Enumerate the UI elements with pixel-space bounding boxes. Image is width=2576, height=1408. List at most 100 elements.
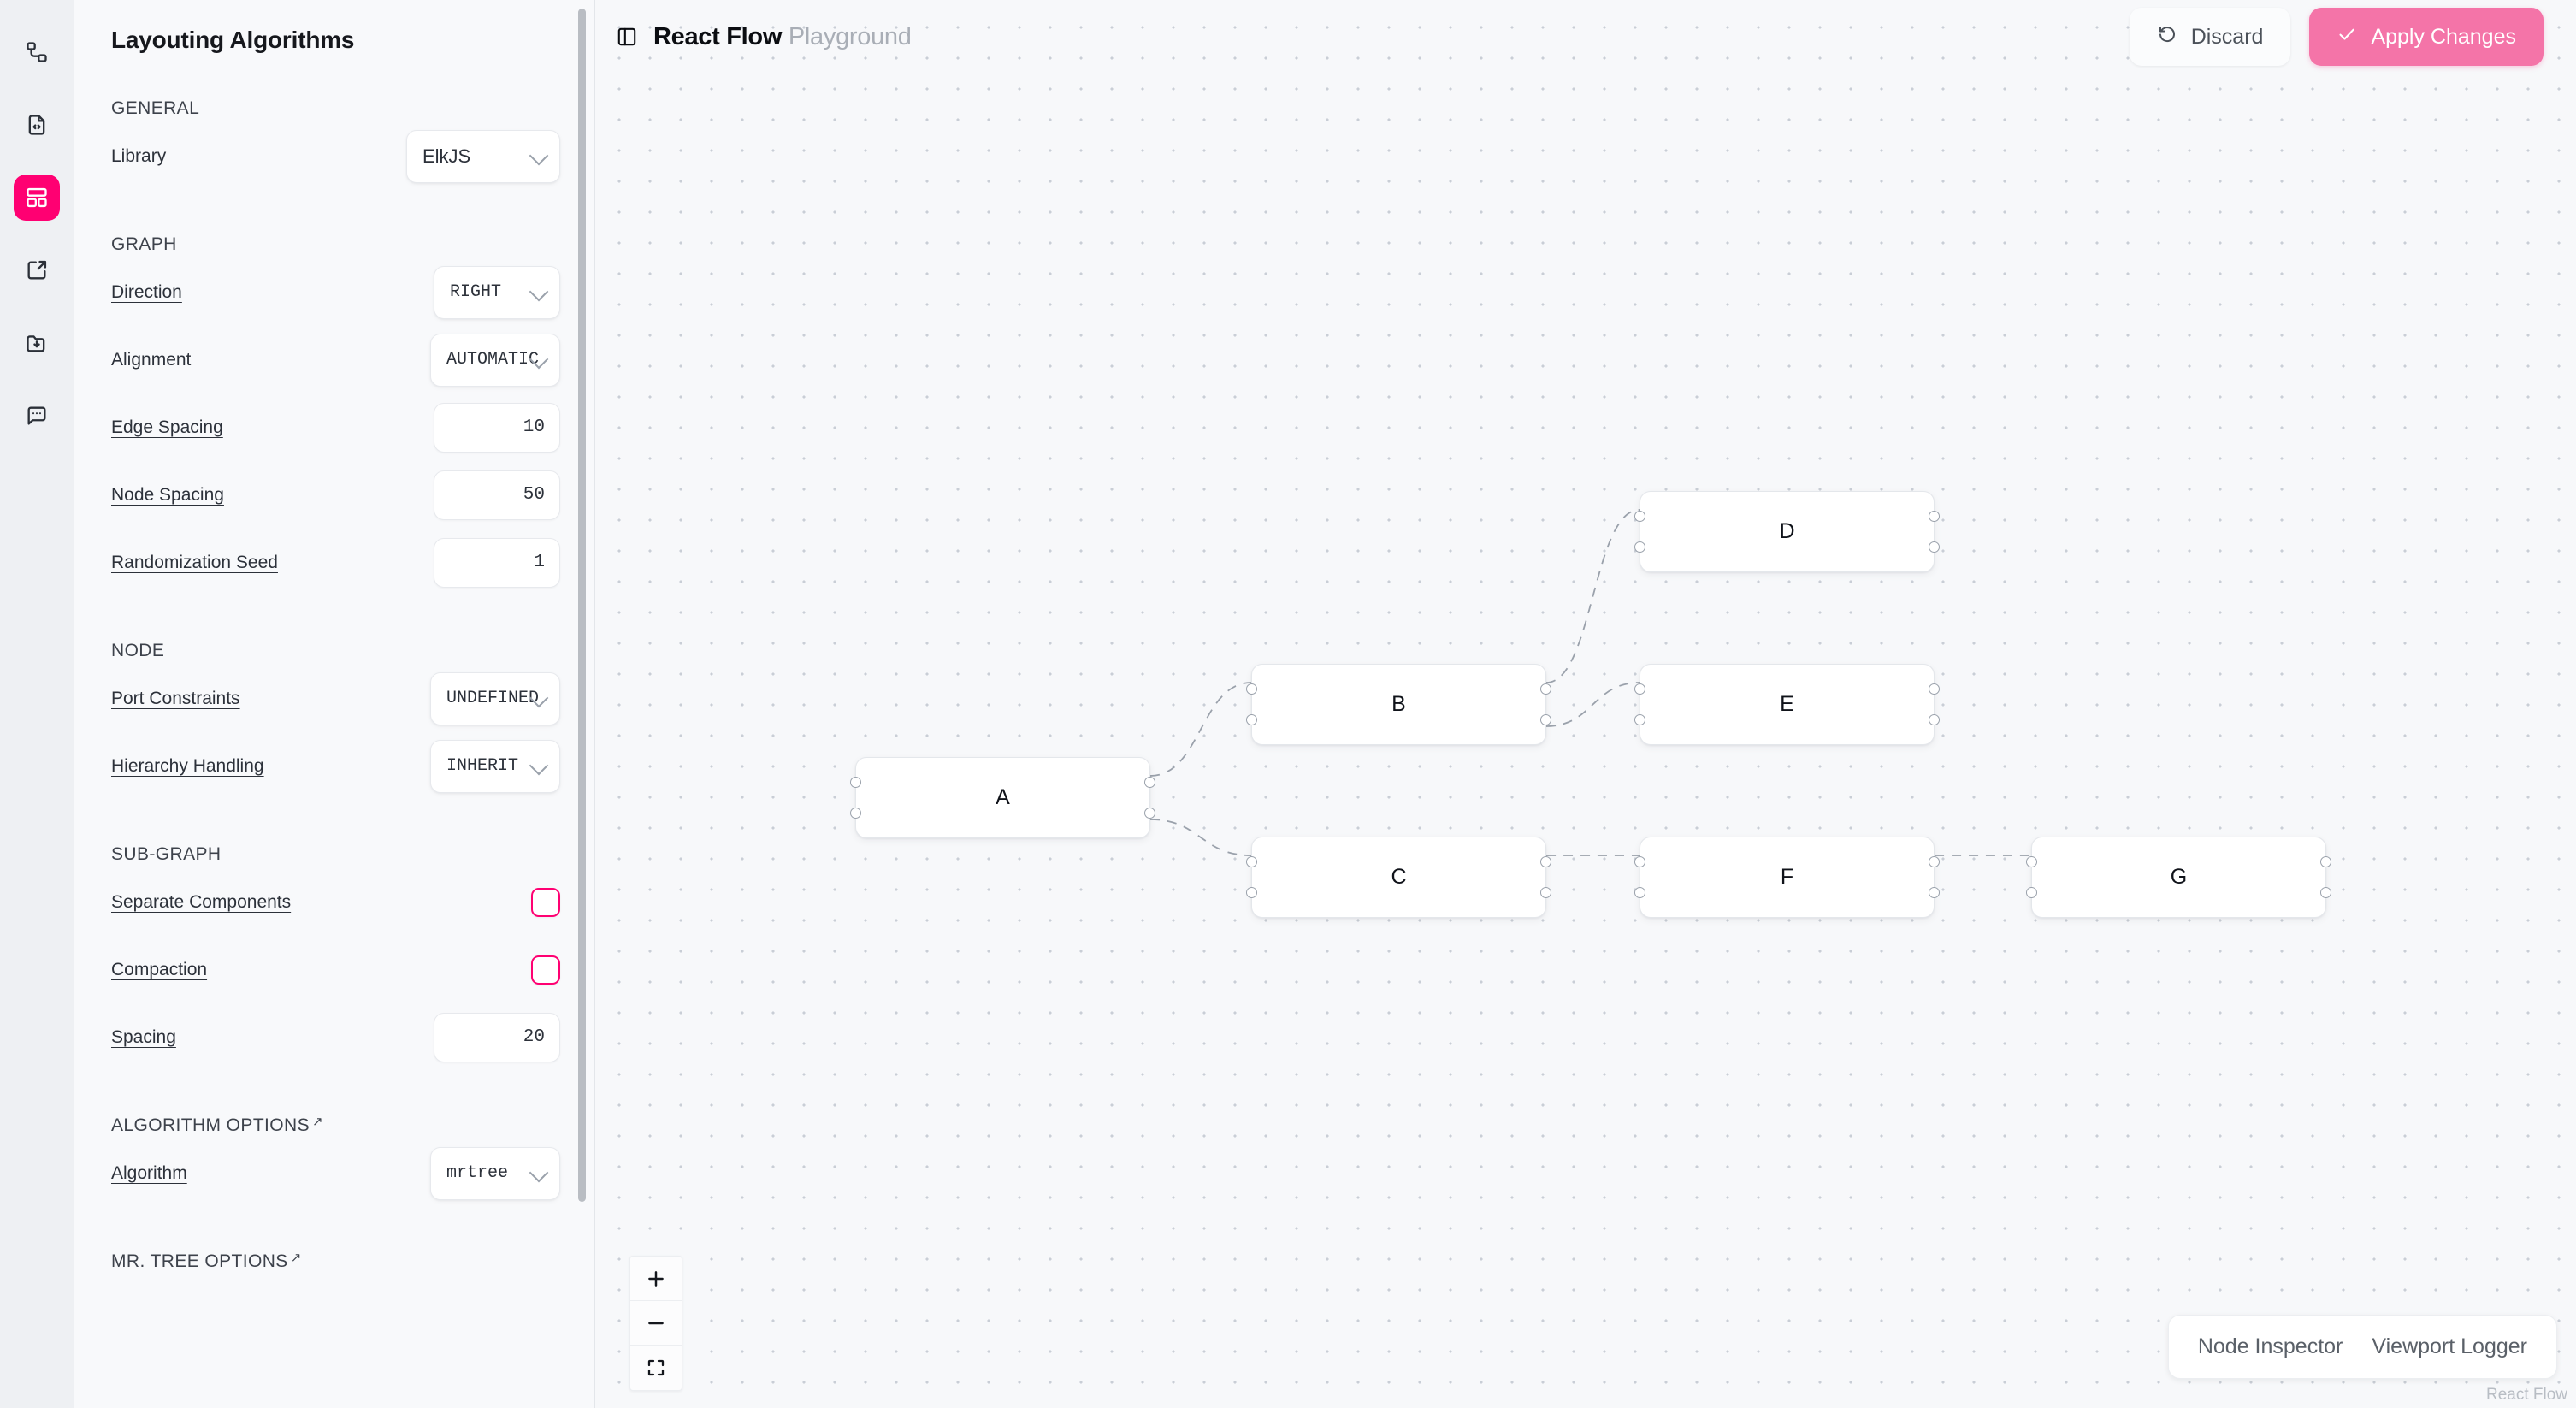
sidebar-item-open[interactable] — [14, 247, 60, 293]
handle-right-top[interactable] — [2320, 856, 2331, 867]
handle-left-top[interactable] — [2026, 856, 2037, 867]
zoom-out-button[interactable] — [630, 1301, 682, 1346]
select-port-constraints[interactable]: UNDEFINED — [430, 671, 560, 725]
graph-edge[interactable] — [1149, 682, 1252, 777]
handle-right-top[interactable] — [1929, 511, 1940, 522]
handle-left-bottom[interactable] — [1634, 714, 1645, 725]
brand: React Flow Playground — [616, 23, 912, 51]
sidebar-item-layout[interactable] — [14, 175, 60, 221]
layout-icon — [25, 186, 49, 210]
handle-right-top[interactable] — [1144, 777, 1155, 788]
chevron-down-icon — [529, 145, 549, 165]
option-label: Library — [111, 145, 167, 166]
select-direction[interactable]: RIGHT — [434, 265, 560, 319]
option-control — [531, 887, 560, 917]
handle-left-top[interactable] — [1634, 511, 1645, 522]
checkbox-separate-components[interactable] — [531, 887, 560, 917]
option-label: Port Constraints — [111, 688, 240, 708]
handle-right-bottom[interactable] — [1144, 808, 1155, 819]
graph-node[interactable]: G — [2026, 837, 2331, 918]
node-graph-icon — [25, 40, 49, 64]
handle-right-bottom[interactable] — [1929, 887, 1940, 898]
zoom-in-button[interactable] — [630, 1257, 682, 1301]
fit-view-button[interactable] — [630, 1346, 682, 1390]
option-row: Node Spacing 50 — [111, 461, 560, 529]
handle-right-bottom[interactable] — [1929, 714, 1940, 725]
brand-text: React Flow Playground — [653, 23, 912, 51]
handle-right-top[interactable] — [1929, 856, 1940, 867]
chevron-down-icon — [529, 755, 549, 775]
section-heading-node: NODE — [111, 641, 560, 661]
graph-node[interactable]: C — [1246, 837, 1551, 918]
graph-edge[interactable] — [1545, 509, 1640, 683]
handle-left-top[interactable] — [1246, 856, 1257, 867]
select-value: mrtree — [446, 1163, 509, 1183]
graph-node[interactable]: F — [1634, 837, 1940, 918]
handle-right-top[interactable] — [1929, 683, 1940, 695]
handle-left-bottom[interactable] — [2026, 887, 2037, 898]
select-library[interactable]: ElkJS — [406, 129, 560, 183]
select-hierarchy-handling[interactable]: INHERIT — [430, 739, 560, 793]
option-control — [531, 955, 560, 985]
canvas-topbar: React Flow Playground Discard — [595, 0, 2576, 74]
section-heading-label: MR. TREE OPTIONS — [111, 1251, 288, 1271]
handle-right-bottom[interactable] — [1929, 541, 1940, 553]
graph-node[interactable]: D — [1634, 491, 1940, 572]
select-alignment[interactable]: AUTOMATIC — [430, 333, 560, 387]
handle-left-top[interactable] — [850, 777, 861, 788]
chevron-down-icon — [529, 1162, 549, 1182]
section-heading-subgraph: SUB-GRAPH — [111, 844, 560, 865]
option-label: Spacing — [111, 1026, 176, 1047]
graph-edge[interactable] — [1545, 682, 1640, 727]
handle-right-top[interactable] — [1540, 856, 1551, 867]
graph-edge[interactable] — [1149, 819, 1252, 856]
select-algorithm[interactable]: mrtree — [430, 1146, 560, 1200]
graph-node[interactable]: B — [1246, 664, 1551, 745]
handle-left-top[interactable] — [1246, 683, 1257, 695]
section-heading-label: GENERAL — [111, 98, 200, 118]
sidebar-item-download[interactable] — [14, 320, 60, 366]
option-label: Separate Components — [111, 891, 292, 912]
handle-left-bottom[interactable] — [1246, 887, 1257, 898]
select-value: RIGHT — [450, 282, 502, 302]
option-label: Node Spacing — [111, 484, 224, 505]
folder-download-icon — [25, 331, 49, 355]
graph-node[interactable]: A — [850, 757, 1155, 838]
input-node-spacing[interactable]: 50 — [434, 470, 560, 520]
graph-node[interactable]: E — [1634, 664, 1940, 745]
sidebar-item-graph[interactable] — [14, 29, 60, 75]
handle-right-top[interactable] — [1540, 683, 1551, 695]
input-spacing[interactable]: 20 — [434, 1012, 560, 1062]
option-label: Alignment — [111, 349, 192, 370]
sidebar-item-feedback[interactable] — [14, 393, 60, 439]
section-heading-label: NODE — [111, 641, 165, 660]
input-edge-spacing[interactable]: 10 — [434, 402, 560, 453]
handle-left-bottom[interactable] — [1634, 541, 1645, 553]
panel-scrollbar-thumb[interactable] — [578, 9, 586, 1202]
edge-layer — [1149, 509, 2031, 856]
option-control: 50 — [434, 470, 560, 520]
handle-left-bottom[interactable] — [1634, 887, 1645, 898]
sidebar-item-code[interactable] — [14, 102, 60, 148]
checkbox-compaction[interactable] — [531, 955, 560, 985]
handle-left-top[interactable] — [1634, 856, 1645, 867]
handle-left-top[interactable] — [1634, 683, 1645, 695]
handle-right-bottom[interactable] — [1540, 887, 1551, 898]
discard-button[interactable]: Discard — [2129, 8, 2291, 66]
file-code-icon — [25, 113, 49, 137]
handle-right-bottom[interactable] — [1540, 714, 1551, 725]
node-inspector-button[interactable]: Node Inspector — [2197, 1334, 2343, 1358]
input-randomization-seed[interactable]: 1 — [434, 537, 560, 588]
handle-right-bottom[interactable] — [2320, 887, 2331, 898]
toggle-panel-icon[interactable] — [616, 26, 638, 48]
select-value: AUTOMATIC — [446, 350, 540, 370]
panel-scrollbar[interactable] — [577, 0, 588, 1408]
handle-left-bottom[interactable] — [850, 808, 861, 819]
option-row: Compaction — [111, 936, 560, 1003]
viewport-logger-button[interactable]: Viewport Logger — [2372, 1334, 2527, 1358]
apply-changes-button[interactable]: Apply Changes — [2309, 8, 2544, 66]
attribution[interactable]: React Flow — [2485, 1386, 2567, 1404]
flow-canvas[interactable]: React Flow Playground Discard — [595, 0, 2576, 1408]
handle-left-bottom[interactable] — [1246, 714, 1257, 725]
